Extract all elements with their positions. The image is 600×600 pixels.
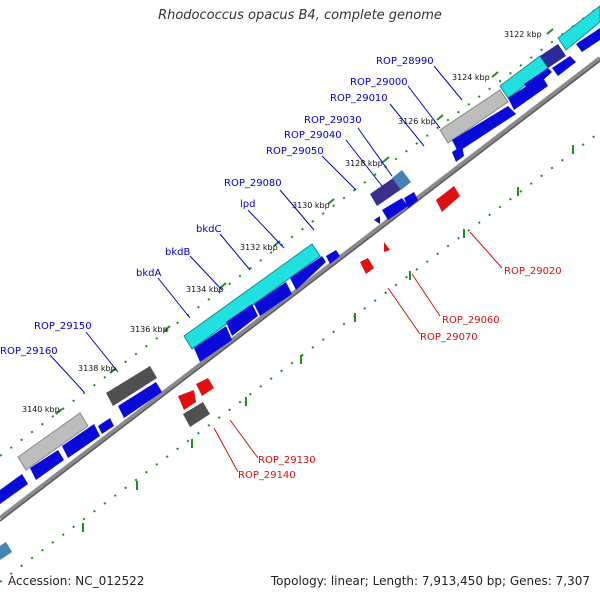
reverse-gene-29140 <box>178 390 196 410</box>
forward-gene <box>452 106 516 152</box>
grey-block-upper <box>439 89 509 144</box>
forward-leader-lines <box>49 65 463 393</box>
purple-block <box>370 176 403 206</box>
forward-gene <box>326 250 340 264</box>
genome-title: Rhodococcus opacus B4, complete genome <box>158 8 442 23</box>
tick-label-3132: 3132 kbp <box>240 243 278 252</box>
tick-label-3122: 3122 kbp <box>504 30 542 39</box>
genome-summary-text: Topology: linear; Length: 7,913,450 bp; … <box>270 574 590 588</box>
tick-label-3128: 3128 kbp <box>345 159 383 168</box>
gene-label-rop-29130[interactable]: ROP_29130 <box>258 455 316 466</box>
forward-gene <box>118 382 162 418</box>
forward-genes <box>0 28 600 504</box>
grey-block-lower <box>17 412 89 471</box>
tick-label-3134: 3134 kbp <box>186 285 224 294</box>
reverse-leader-lines <box>213 231 503 473</box>
gene-label-rop-28990[interactable]: ROP_28990 <box>376 56 434 67</box>
genome-axis-shadow <box>0 60 600 522</box>
gene-label-rop-29030[interactable]: ROP_29030 <box>304 115 362 126</box>
gene-label-bkdb[interactable]: bkdB <box>165 247 190 258</box>
forward-gene <box>194 326 232 362</box>
reverse-gene-29060 <box>360 258 374 274</box>
gene-label-rop-29040[interactable]: ROP_29040 <box>284 130 342 141</box>
forward-gene <box>382 198 408 220</box>
forward-gene <box>576 28 600 52</box>
upper-tick-marks <box>55 28 554 415</box>
tick-label-3140: 3140 kbp <box>22 405 60 414</box>
gene-label-rop-29060[interactable]: ROP_29060 <box>442 315 500 326</box>
forward-gene <box>98 418 114 434</box>
tick-label-3130: 3130 kbp <box>292 201 330 210</box>
forward-gene <box>254 282 292 316</box>
genome-axis <box>0 56 600 520</box>
gene-label-lpd[interactable]: lpd <box>240 199 255 210</box>
gene-label-rop-29000[interactable]: ROP_29000 <box>350 77 408 88</box>
forward-gene-labels: ROP_28990 ROP_29000 ROP_29010 ROP_29030 … <box>0 56 434 357</box>
reverse-gene-29020 <box>436 186 460 212</box>
tick-label-3126: 3126 kbp <box>398 117 436 126</box>
gene-label-rop-29070[interactable]: ROP_29070 <box>420 332 478 343</box>
scale-tick-labels: 3122 kbp 3124 kbp 3126 kbp 3128 kbp 3130… <box>22 30 542 414</box>
forward-gene <box>452 146 464 162</box>
gene-label-rop-29160[interactable]: ROP_29160 <box>0 346 58 357</box>
tick-label-3136: 3136 kbp <box>130 325 168 334</box>
darkblue-top-block <box>540 44 566 68</box>
highlight-region-bkd <box>183 243 321 350</box>
forward-gene <box>290 256 326 290</box>
forward-gene <box>374 216 380 224</box>
lower-tick-marks <box>82 145 574 532</box>
forward-gene <box>404 192 418 208</box>
forward-gene <box>552 56 576 76</box>
dark-grey-block-29140 <box>183 402 210 427</box>
tick-label-3124: 3124 kbp <box>452 73 490 82</box>
reverse-genes <box>178 186 460 410</box>
reverse-gene-labels: ROP_29020 ROP_29060 ROP_29070 ROP_29130 … <box>238 266 562 481</box>
outer-dotted-track <box>0 5 600 457</box>
forward-gene <box>0 474 28 504</box>
reverse-gene-29130 <box>196 378 214 396</box>
forward-gene <box>30 450 64 480</box>
forward-gene <box>62 424 100 458</box>
gene-label-bkdc[interactable]: bkdC <box>196 224 221 235</box>
gene-label-rop-29020[interactable]: ROP_29020 <box>504 266 562 277</box>
gene-label-rop-29140[interactable]: ROP_29140 <box>238 470 296 481</box>
gene-label-rop-29050[interactable]: ROP_29050 <box>266 146 324 157</box>
gene-label-rop-29150[interactable]: ROP_29150 <box>34 321 92 332</box>
highlight-region-top <box>557 5 600 51</box>
forward-gene <box>226 304 258 336</box>
dark-grey-block-29150 <box>106 366 157 406</box>
steelblue-edge-block <box>0 542 12 560</box>
accession-text: Accession: NC_012522 <box>8 574 145 588</box>
tick-label-3138: 3138 kbp <box>78 364 116 373</box>
reverse-gene-29070 <box>384 242 390 252</box>
forward-gene <box>508 76 548 110</box>
inner-dotted-track <box>0 131 600 583</box>
steelblue-block <box>392 170 411 190</box>
gene-label-rop-29080[interactable]: ROP_29080 <box>224 178 282 189</box>
gene-label-bkda[interactable]: bkdA <box>136 268 161 279</box>
gene-label-rop-29010[interactable]: ROP_29010 <box>330 93 388 104</box>
